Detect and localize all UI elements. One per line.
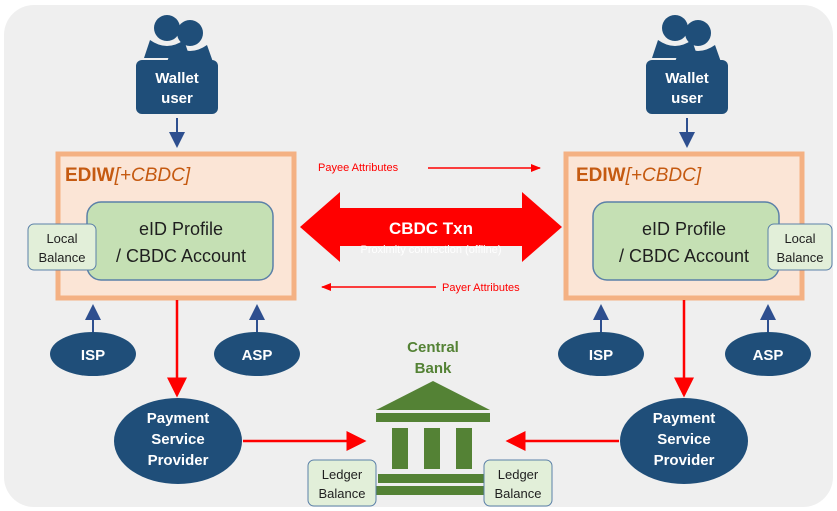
- right-eid-profile-line1: eID Profile: [642, 219, 726, 239]
- right-eid-profile-box: [592, 201, 780, 281]
- right-isp: ISP: [558, 304, 644, 376]
- right-local-balance-line2: Balance: [777, 250, 824, 265]
- cbdc-transaction-sublabel: Proximity connection (offline): [360, 244, 501, 256]
- left-ledger-balance-line2: Balance: [319, 486, 366, 501]
- central-bank-line2: Bank: [415, 360, 452, 377]
- right-ledger-balance-line2: Balance: [495, 486, 542, 501]
- right-ledger-balance-box: [483, 459, 553, 507]
- left-ediw-title: EDIW[+CBDC]: [65, 165, 191, 186]
- left-wallet-user-line2: user: [161, 90, 193, 107]
- left-eid-profile-line2: / CBDC Account: [116, 246, 246, 266]
- left-local-balance-line1: Local: [46, 231, 77, 246]
- payee-attributes-label: Payee Attributes: [318, 162, 399, 174]
- right-asp-label: ASP: [753, 347, 784, 364]
- users-icon: [652, 15, 721, 62]
- left-psp-line2: Service: [151, 431, 204, 448]
- cbdc-transaction-double-arrow: [300, 192, 562, 262]
- left-ledger-balance: Ledger Balance: [307, 459, 377, 507]
- right-wallet-user-group: Wallet user: [646, 15, 728, 114]
- right-isp-label: ISP: [589, 347, 613, 364]
- left-wallet-user-line1: Wallet: [155, 70, 199, 87]
- central-bank: Central Bank: [370, 339, 496, 495]
- left-eid-profile-box: [86, 201, 274, 281]
- right-asp-node: [725, 332, 811, 376]
- right-ledger-balance-line1: Ledger: [498, 467, 539, 482]
- left-asp-node: [214, 332, 300, 376]
- central-bank-line1: Central: [407, 339, 459, 356]
- left-wallet-user-group: Wallet user: [136, 15, 218, 114]
- right-ediw-wallet: EDIW[+CBDC] eID Profile / CBDC Account L…: [563, 151, 833, 301]
- right-ledger-balance: Ledger Balance: [483, 459, 553, 507]
- users-icon: [144, 15, 213, 62]
- right-local-balance-box: [767, 223, 833, 271]
- right-psp-line3: Provider: [654, 452, 715, 469]
- left-asp: ASP: [214, 304, 300, 376]
- left-ledger-balance-box: [307, 459, 377, 507]
- left-psp-line1: Payment: [147, 410, 210, 427]
- left-wallet-user-box: [136, 60, 218, 114]
- left-psp-node: [114, 398, 242, 484]
- right-asp: ASP: [725, 304, 811, 376]
- bank-building-icon: [370, 381, 496, 495]
- right-wallet-user-box: [646, 60, 728, 114]
- left-local-balance-line2: Balance: [39, 250, 86, 265]
- left-ediw-wallet: EDIW[+CBDC] eID Profile / CBDC Account L…: [27, 151, 297, 301]
- attribute-arrows: Payee Attributes Payer Attributes: [318, 162, 541, 294]
- right-wallet-user-line2: user: [671, 90, 703, 107]
- left-local-balance-box: [27, 223, 97, 271]
- left-isp-node: [50, 332, 136, 376]
- right-local-balance-line1: Local: [784, 231, 815, 246]
- right-psp-line2: Service: [657, 431, 710, 448]
- left-eid-profile-line1: eID Profile: [139, 219, 223, 239]
- left-isp-label: ISP: [81, 347, 105, 364]
- right-psp-node: [620, 398, 748, 484]
- right-psp-line1: Payment: [653, 410, 716, 427]
- right-ediw-title: EDIW[+CBDC]: [576, 165, 702, 186]
- cbdc-transaction-label: CBDC Txn: [389, 219, 473, 238]
- left-asp-label: ASP: [242, 347, 273, 364]
- right-payment-service-provider: Payment Service Provider: [620, 398, 748, 484]
- left-payment-service-provider: Payment Service Provider: [114, 398, 242, 484]
- right-isp-node: [558, 332, 644, 376]
- left-isp: ISP: [50, 304, 136, 376]
- left-ledger-balance-line1: Ledger: [322, 467, 363, 482]
- right-wallet-user-line1: Wallet: [665, 70, 709, 87]
- right-eid-profile-line2: / CBDC Account: [619, 246, 749, 266]
- payer-attributes-label: Payer Attributes: [442, 282, 520, 294]
- left-psp-line3: Provider: [148, 452, 209, 469]
- diagram-background: [4, 5, 833, 507]
- cbdc-transaction: CBDC Txn Proximity connection (offline): [300, 192, 562, 262]
